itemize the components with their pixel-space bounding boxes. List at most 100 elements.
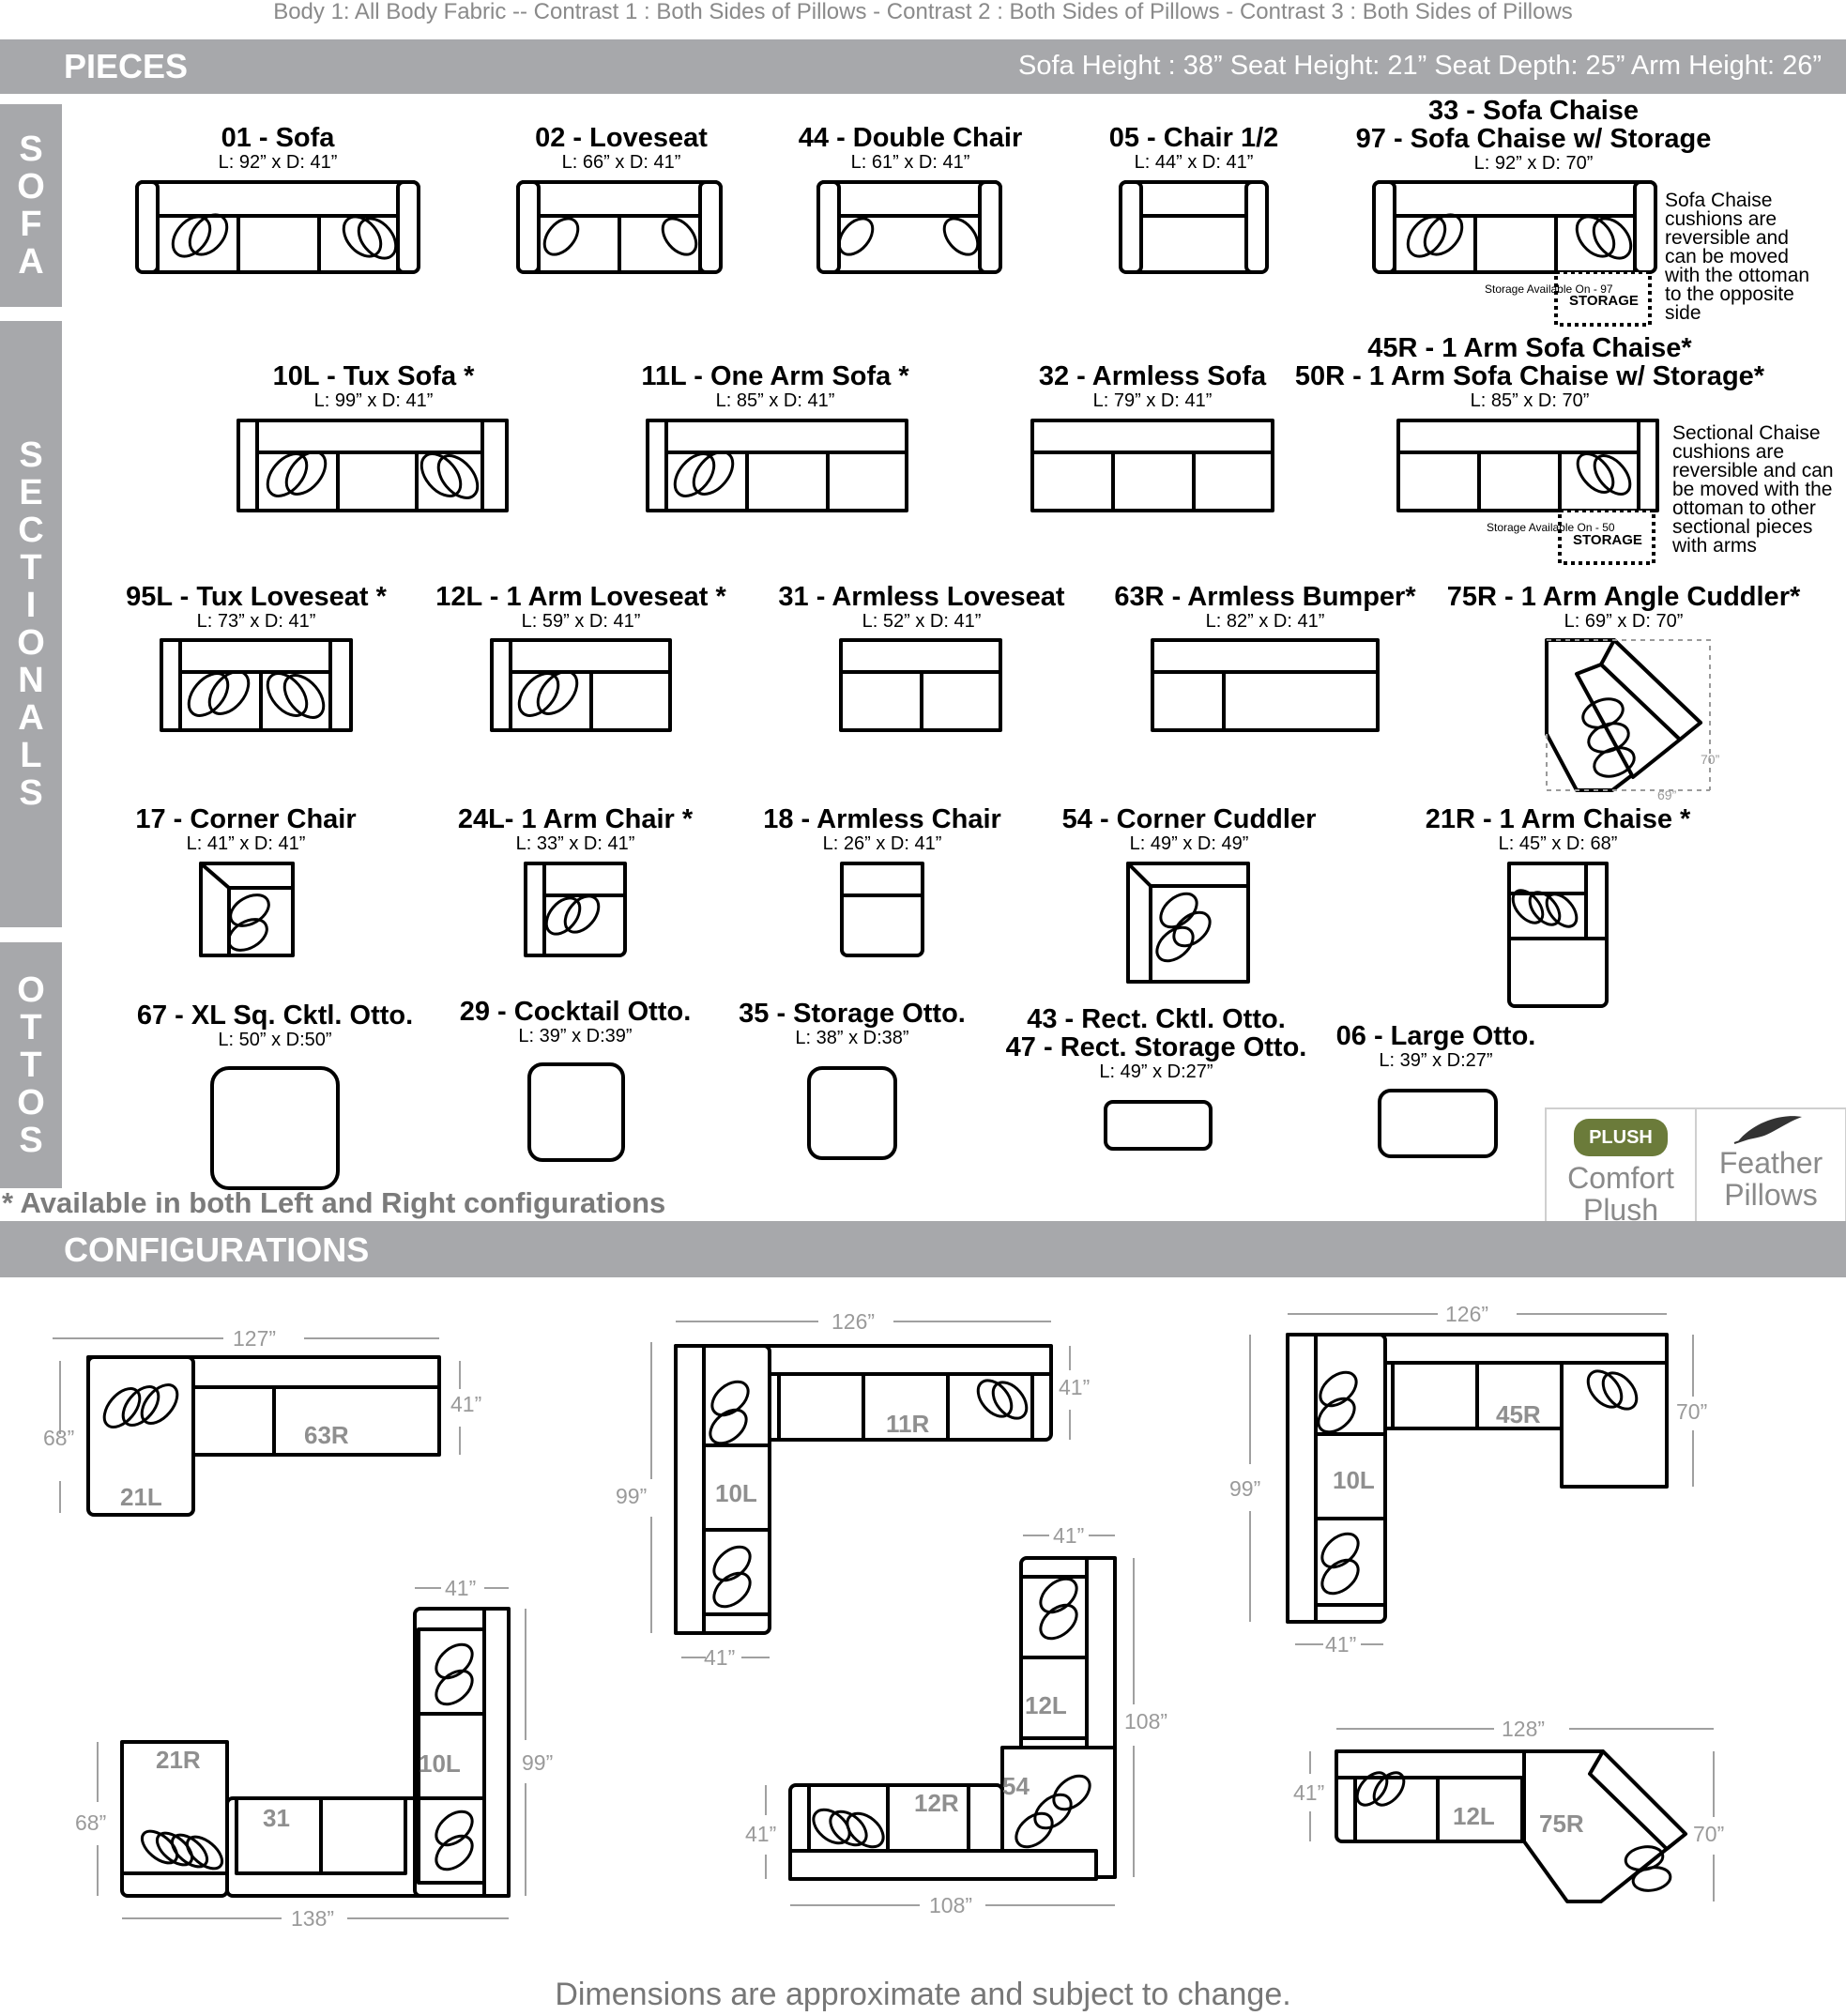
piece-12l-arm-loveseat: 12L - 1 Arm Loveseat *L: 59” x D: 41” [435, 582, 726, 632]
piece-21r-arm-chaise: 21R - 1 Arm Chaise *L: 45” x D: 68” [1425, 804, 1691, 854]
cfg1-label-21l: 21L [120, 1483, 162, 1511]
arm-chaise-21r-diagram [1507, 862, 1609, 1008]
armless-sofa-32-diagram [1030, 419, 1274, 512]
feather-pillows-badge: Feather Pillows [1697, 1109, 1845, 1222]
cfg2-label-11r: 11R [886, 1410, 929, 1438]
configurations-header: CONFIGURATIONS [0, 1221, 1846, 1277]
footer-disclaimer: Dimensions are approximate and subject t… [555, 1977, 1291, 2012]
cfg1-label-63r: 63R [304, 1421, 349, 1449]
piece-10l-tux-sofa: 10L - Tux Sofa *L: 99” x D: 41” [272, 361, 475, 411]
cfg5-top: 41” [1053, 1523, 1084, 1548]
piece-29-cocktail-otto: 29 - Cocktail Otto.L: 39” x D:39” [459, 997, 692, 1046]
availability-note: * Available in both Left and Right confi… [2, 1186, 666, 1219]
ottoman-35-diagram [807, 1066, 897, 1160]
angle-cuddler-75r-diagram [1545, 638, 1702, 792]
piece-43-rect-otto: 43 - Rect. Cktl. Otto.47 - Rect. Storage… [1005, 1004, 1307, 1082]
cfg6-right: 70” [1693, 1822, 1724, 1846]
cfg6-label-75r: 75R [1539, 1810, 1584, 1838]
configurations-title: CONFIGURATIONS [64, 1230, 370, 1269]
piece-06-large-otto: 06 - Large Otto.L: 39” x D:27” [1335, 1021, 1536, 1071]
piece-63r-armless-bumper: 63R - Armless Bumper*L: 82” x D: 41” [1114, 582, 1416, 632]
cfg3-bottom: 41” [1325, 1632, 1356, 1657]
cfg6-label-12l: 12L [1453, 1802, 1495, 1830]
tux-sofa-10l-diagram [236, 419, 509, 512]
cfg5-label-12r: 12R [914, 1789, 959, 1817]
cfg1-width: 127” [233, 1326, 276, 1351]
cfg2-bottom: 41” [704, 1645, 735, 1670]
piece-75r-angle-cuddler: 75R - 1 Arm Angle Cuddler*L: 69” x D: 70… [1446, 582, 1801, 632]
sectional-chaise-note: Sectional Chaise cushions are reversible… [1672, 422, 1834, 557]
ottoman-29-diagram [527, 1062, 625, 1162]
one-arm-sofa-11l-diagram [646, 419, 908, 512]
cfg4-label-21r: 21R [156, 1746, 201, 1774]
cfg3-label-10l: 10L [1333, 1466, 1375, 1494]
comfort-badges: PLUSH Comfort Plush Feather Pillows [1545, 1107, 1846, 1226]
cfg2-right: 41” [1059, 1375, 1090, 1399]
piece-11l-one-arm-sofa: 11L - One Arm Sofa *L: 85” x D: 41” [641, 361, 909, 411]
cfg4-label-10l: 10L [419, 1749, 461, 1778]
cfg4-right: 99” [522, 1750, 553, 1775]
ottoman-43-diagram [1104, 1100, 1213, 1151]
cfg1-left: 68” [43, 1426, 74, 1450]
cfg3-left: 99” [1229, 1476, 1260, 1501]
cfg5-width: 108” [929, 1893, 972, 1917]
corner-chair-17-diagram [199, 862, 295, 957]
armless-chair-18-diagram [840, 862, 924, 957]
storage-available-97: Storage Available On - 97 [1485, 283, 1613, 296]
cfg4-top: 41” [445, 1576, 476, 1600]
ottoman-67-diagram [210, 1066, 340, 1190]
corner-cuddler-54-diagram [1126, 862, 1250, 984]
pieces-specs: Sofa Height : 38” Seat Height: 21” Seat … [1018, 51, 1822, 81]
piece-45r-sofa-chaise: 45R - 1 Arm Sofa Chaise*50R - 1 Arm Sofa… [1294, 333, 1765, 411]
cfg3-right: 70” [1676, 1399, 1707, 1424]
cfg4-left: 68” [75, 1810, 106, 1835]
piece-95l-tux-loveseat: 95L - Tux Loveseat *L: 73” x D: 41” [126, 582, 387, 632]
comfort-plush-badge: PLUSH Comfort Plush [1547, 1109, 1695, 1226]
storage-label-50: STORAGE [1573, 532, 1642, 548]
plush-tag: PLUSH [1574, 1119, 1668, 1156]
cfg5-label-54: 54 [1002, 1772, 1030, 1800]
armless-bumper-63r-diagram [1151, 638, 1380, 732]
piece-35-storage-otto: 35 - Storage Otto.L: 38” x D:38” [739, 999, 966, 1048]
storage-label-97: STORAGE [1569, 293, 1639, 309]
cfg2-label-10l: 10L [715, 1479, 757, 1507]
cfg5-left: 41” [745, 1822, 776, 1846]
piece-67-xl-otto: 67 - XL Sq. Cktl. Otto.L: 50” x D:50” [136, 1000, 414, 1050]
cfg4-label-31: 31 [263, 1804, 290, 1832]
arm-chair-24l-diagram [524, 862, 627, 957]
cfg6-width: 128” [1502, 1717, 1545, 1741]
cuddler-height-dim: 70” [1701, 752, 1720, 767]
ottoman-06-diagram [1378, 1089, 1498, 1158]
cfg5-right: 108” [1124, 1709, 1167, 1733]
cuddler-width-dim: 69” [1657, 787, 1677, 802]
tux-loveseat-95l-diagram [160, 638, 353, 732]
comfort-plush-text: Comfort Plush [1567, 1161, 1674, 1227]
sofa-01-diagram [135, 180, 420, 274]
sofa-chaise-33-diagram [1372, 180, 1657, 327]
feather-icon [1733, 1116, 1802, 1144]
cfg2-left: 99” [616, 1484, 647, 1508]
cfg6-left: 41” [1293, 1780, 1324, 1805]
cfg2-width: 126” [831, 1309, 875, 1334]
pieces-header: PIECES Sofa Height : 38” Seat Height: 21… [0, 39, 1846, 94]
cfg1-right: 41” [450, 1392, 481, 1416]
cfg3-width: 126” [1445, 1302, 1488, 1326]
armless-loveseat-31-diagram [839, 638, 1002, 732]
cfg4-width: 138” [291, 1906, 334, 1931]
arm-loveseat-12l-diagram [490, 638, 672, 732]
cfg5-label-12l: 12L [1025, 1691, 1067, 1719]
storage-available-50: Storage Available On - 50 [1487, 521, 1615, 534]
sofa-chaise-note: Sofa Chaise cushions are reversible and … [1665, 190, 1810, 324]
